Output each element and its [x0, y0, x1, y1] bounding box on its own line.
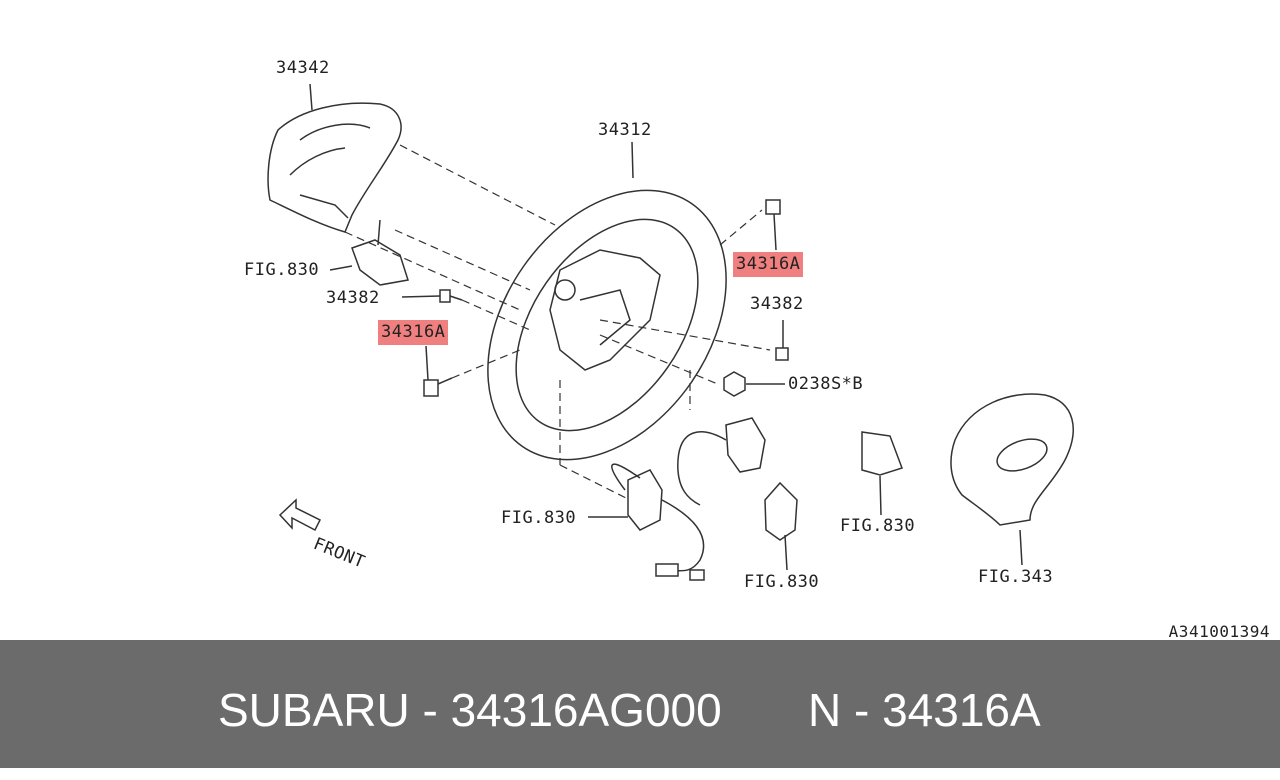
label-fig830-right[interactable]: FIG.830 [840, 516, 916, 536]
label-34312: 34312 [598, 120, 652, 140]
label-0238sb: 0238S*B [788, 374, 864, 394]
front-arrow-icon [278, 498, 322, 532]
label-34382-right: 34382 [750, 294, 804, 314]
cover-mid-part [764, 481, 798, 571]
footer-part-number: SUBARU - 34316AG000 [218, 684, 722, 736]
label-34316a-top[interactable]: 34316A [733, 252, 804, 277]
label-fig830-left[interactable]: FIG.830 [244, 260, 320, 280]
diagram-code: A341001394 [1168, 622, 1270, 641]
cover-right-part [861, 431, 903, 516]
nut-0238sb [723, 371, 785, 397]
switch-left-part [329, 219, 409, 286]
bolt-34316a-left [423, 345, 453, 397]
label-fig830-mid[interactable]: FIG.830 [744, 572, 820, 592]
switch-harness-part [588, 417, 766, 581]
screw-34382-left [401, 289, 463, 303]
steering-cover-part [267, 83, 402, 233]
screw-34382-right [775, 320, 789, 361]
footer-ref-number: N - 34316A [808, 684, 1041, 736]
parts-diagram [267, 83, 1074, 581]
label-fig343[interactable]: FIG.343 [978, 567, 1054, 587]
label-34316a-left[interactable]: 34316A [378, 320, 449, 345]
steering-wheel-part [487, 141, 727, 461]
label-fig830-bottom[interactable]: FIG.830 [501, 508, 577, 528]
bolt-34316a-top [765, 199, 781, 251]
label-34382-left: 34382 [326, 288, 380, 308]
assembly-lines [344, 144, 771, 501]
footer-bar: SUBARU - 34316AG000 N - 34316A [0, 640, 1280, 768]
airbag-part [950, 393, 1074, 566]
label-34342: 34342 [276, 58, 330, 78]
